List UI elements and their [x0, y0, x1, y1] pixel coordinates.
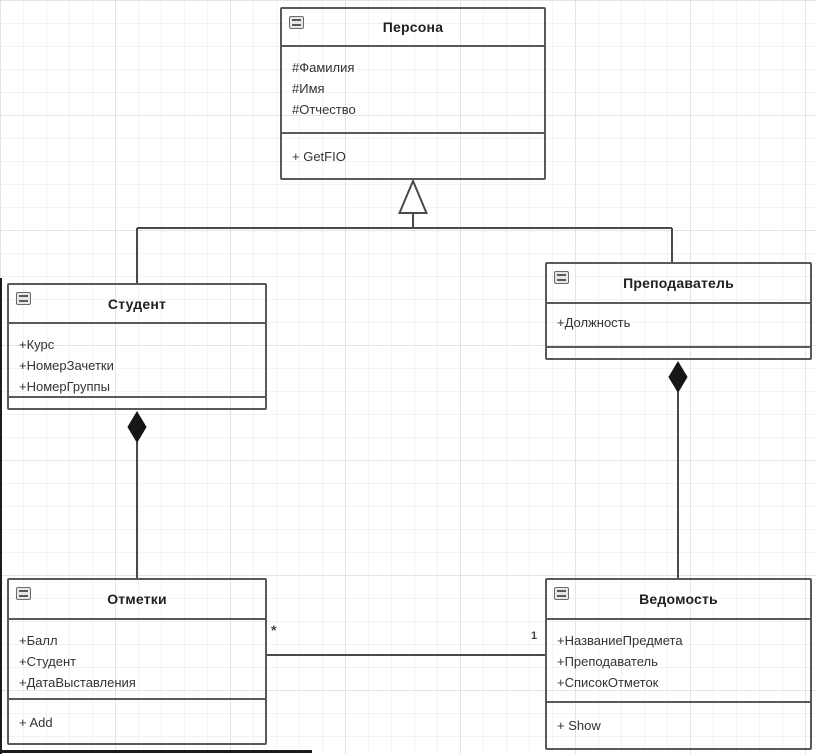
class-attributes: +НазваниеПредмета +Преподаватель +СписокОт…: [547, 618, 810, 701]
class-title: Студент: [107, 295, 167, 312]
class-title-bar: Персона: [282, 9, 544, 45]
multiplicity-label-vedomost-end: 1: [531, 630, 538, 642]
class-methods: [9, 396, 265, 408]
class-title: Отметки: [107, 591, 167, 607]
class-member: +Балл: [19, 633, 58, 648]
class-icon: [289, 16, 304, 29]
class-student[interactable]: Студент +Курс +НомерЗачетки +НомерГруппы: [7, 283, 267, 410]
class-member: +НомерЗачетки: [19, 358, 114, 373]
class-marks[interactable]: Отметки +Балл +Студент +ДатаВыставления + …: [7, 578, 267, 745]
composition-diamond-icon[interactable]: [668, 361, 688, 393]
class-title-bar: Ведомость: [547, 580, 810, 618]
class-member: +ДатаВыставления: [19, 675, 136, 690]
class-title: Преподаватель: [623, 275, 734, 291]
class-member: +СписокОтметок: [557, 675, 659, 690]
class-member: + Add: [19, 715, 53, 730]
multiplicity-label-marks-end: *: [271, 622, 277, 638]
class-member: #Имя: [292, 81, 325, 96]
class-member: +НазваниеПредмета: [557, 633, 683, 648]
class-icon: [554, 271, 569, 284]
class-icon: [16, 292, 31, 305]
class-member: +Студент: [19, 654, 77, 669]
class-title: Ведомость: [639, 591, 718, 607]
class-attributes: +Балл +Студент +ДатаВыставления: [9, 618, 265, 698]
class-methods: + GetFIO: [282, 132, 544, 178]
class-title-bar: Отметки: [9, 580, 265, 618]
generalization-triangle-icon[interactable]: [397, 178, 429, 214]
class-attributes: #Фамилия #Имя #Отчество: [282, 45, 544, 132]
class-methods: + Show: [547, 701, 810, 748]
canvas-left-edge: [0, 278, 2, 754]
class-icon: [554, 587, 569, 600]
canvas-bottom-edge: [0, 750, 312, 753]
class-icon: [16, 587, 31, 600]
class-methods: [547, 346, 810, 358]
class-persona[interactable]: Персона #Фамилия #Имя #Отчество + GetFIO: [280, 7, 546, 180]
class-member: +Преподаватель: [557, 654, 658, 669]
class-title-bar: Студент: [9, 285, 265, 322]
class-teacher[interactable]: Преподаватель +Должность: [545, 262, 812, 360]
class-methods: + Add: [9, 698, 265, 743]
class-member: +НомерГруппы: [19, 379, 110, 394]
class-member: + GetFIO: [292, 149, 346, 164]
class-title: Персона: [382, 19, 444, 35]
class-member: #Фамилия: [292, 60, 355, 75]
class-attributes: +Должность: [547, 302, 810, 346]
class-title-bar: Преподаватель: [547, 264, 810, 302]
class-attributes: +Курс +НомерЗачетки +НомерГруппы: [9, 322, 265, 396]
class-member: + Show: [557, 718, 601, 733]
class-member: +Должность: [557, 315, 631, 330]
class-member: +Курс: [19, 337, 55, 352]
class-vedomost[interactable]: Ведомость +НазваниеПредмета +Преподавател…: [545, 578, 812, 750]
class-member: #Отчество: [292, 102, 356, 117]
composition-diamond-icon[interactable]: [127, 411, 147, 443]
